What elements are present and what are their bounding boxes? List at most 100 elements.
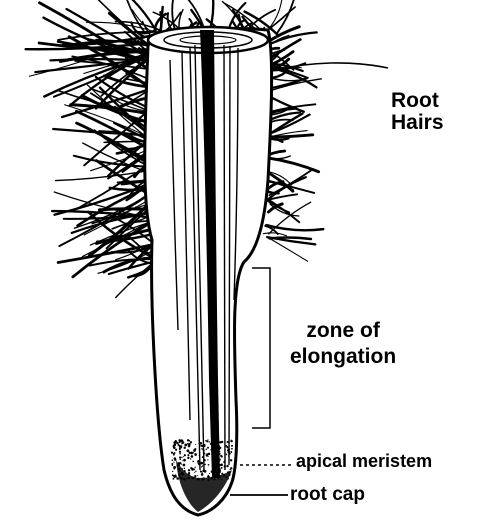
stipple-dot — [172, 471, 173, 472]
stipple-dot — [219, 447, 221, 449]
stipple-dot — [201, 473, 204, 476]
stipple-dot — [204, 444, 205, 445]
stipple-dot — [178, 473, 181, 476]
stipple-dot — [189, 440, 191, 442]
stipple-dot — [214, 470, 215, 471]
stipple-dot — [198, 463, 199, 464]
stipple-dot — [208, 479, 210, 481]
stipple-dot — [214, 464, 216, 466]
stipple-dot — [190, 441, 192, 443]
stipple-dot — [201, 462, 203, 464]
stipple-dot — [184, 454, 186, 456]
stipple-dot — [179, 462, 181, 464]
stipple-dot — [173, 441, 176, 444]
stipple-dot — [219, 451, 220, 452]
stipple-dot — [216, 453, 218, 455]
stipple-dot — [173, 444, 176, 447]
stipple-dot — [218, 468, 220, 470]
stipple-dot — [206, 454, 209, 457]
stipple-dot — [203, 459, 205, 461]
stipple-dot — [194, 467, 195, 468]
stipple-dot — [178, 444, 180, 446]
stipple-dot — [207, 439, 208, 440]
stipple-dot — [203, 479, 205, 481]
stipple-dot — [202, 478, 203, 479]
stipple-dot — [184, 470, 186, 472]
stipple-dot — [204, 464, 206, 466]
stipple-dot — [211, 442, 213, 444]
stipple-dot — [181, 457, 182, 458]
stipple-dot — [214, 456, 216, 458]
zone-of-elongation-label: zone of elongation — [290, 318, 396, 371]
stipple-dot — [226, 465, 228, 467]
zone-label-line2: elongation — [290, 344, 396, 370]
stipple-dot — [184, 444, 187, 447]
stipple-dot — [221, 441, 223, 443]
stipple-dot — [173, 478, 175, 480]
stipple-dot — [194, 448, 196, 450]
stipple-dot — [209, 473, 210, 474]
stipple-dot — [221, 456, 222, 457]
stipple-dot — [180, 477, 183, 480]
stipple-dot — [190, 467, 192, 469]
stipple-dot — [175, 476, 177, 478]
stipple-dot — [215, 451, 217, 453]
stipple-dot — [205, 440, 207, 442]
stipple-dot — [201, 445, 203, 447]
stipple-dot — [172, 474, 174, 476]
stipple-dot — [171, 451, 173, 453]
stipple-dot — [179, 451, 181, 453]
stipple-dot — [173, 454, 175, 456]
stipple-dot — [224, 460, 225, 461]
stipple-dot — [206, 449, 208, 451]
stipple-dot — [172, 459, 174, 461]
stipple-dot — [178, 464, 180, 466]
stipple-dot — [187, 449, 190, 452]
stipple-dot — [183, 456, 184, 457]
stipple-dot — [173, 468, 175, 470]
stipple-dot — [210, 477, 212, 479]
stipple-dot — [203, 477, 204, 478]
elongation-bracket — [252, 268, 270, 428]
stipple-dot — [224, 465, 226, 467]
stipple-dot — [182, 440, 183, 441]
stipple-dot — [219, 441, 221, 443]
stipple-dot — [176, 465, 178, 467]
stipple-dot — [208, 441, 209, 442]
stipple-dot — [184, 447, 186, 449]
stipple-dot — [223, 474, 225, 476]
stipple-dot — [203, 453, 205, 455]
stipple-dot — [175, 449, 177, 451]
stipple-dot — [194, 472, 195, 473]
stipple-dot — [225, 445, 227, 447]
stipple-dot — [188, 457, 189, 458]
stipple-dot — [221, 479, 222, 480]
stipple-dot — [192, 477, 195, 480]
stipple-dot — [178, 470, 180, 472]
stipple-dot — [187, 454, 189, 456]
stipple-dot — [227, 449, 230, 452]
stipple-dot — [218, 478, 220, 480]
stipple-dot — [229, 453, 231, 455]
stipple-dot — [216, 450, 217, 451]
stipple-dot — [190, 452, 193, 455]
root-hair-stroke — [263, 233, 286, 236]
stipple-dot — [214, 479, 216, 481]
stipple-dot — [194, 475, 196, 477]
stipple-dot — [219, 475, 221, 477]
root-hair-stroke — [264, 197, 300, 223]
stipple-dot — [174, 459, 176, 461]
stipple-dot — [221, 473, 223, 475]
stipple-dot — [203, 450, 205, 452]
stipple-dot — [183, 464, 186, 467]
root-hairs-label: Root Hairs — [391, 90, 444, 134]
stipple-dot — [198, 440, 199, 441]
root-cap-label: root cap — [290, 485, 365, 505]
stipple-dot — [176, 477, 179, 480]
stipple-dot — [228, 455, 229, 456]
stipple-dot — [202, 449, 203, 450]
stipple-dot — [229, 474, 231, 476]
root-hairs-label-line1: Root — [391, 90, 444, 112]
